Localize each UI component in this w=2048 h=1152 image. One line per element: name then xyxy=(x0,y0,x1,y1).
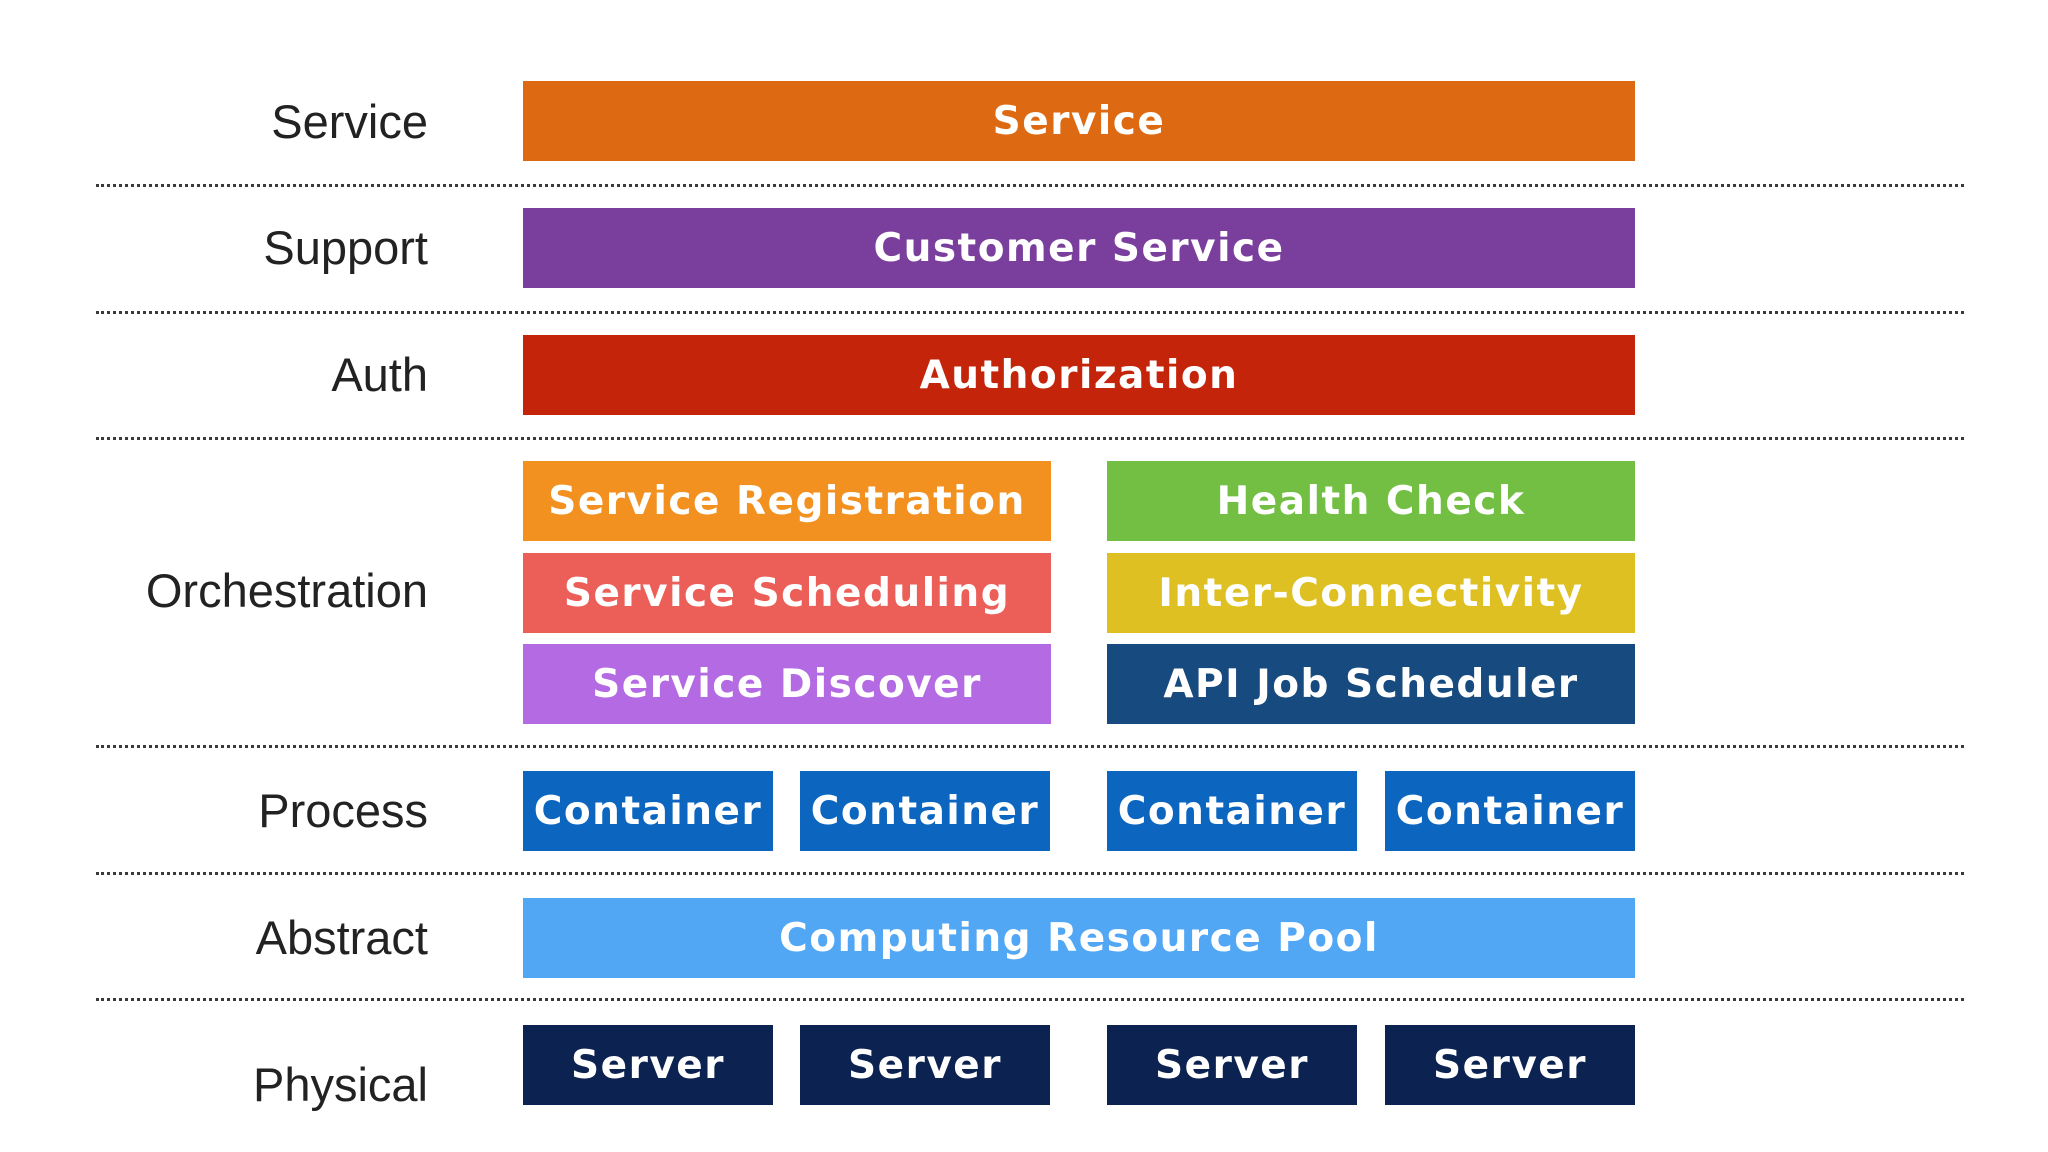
layer-label-service: Service xyxy=(271,95,428,148)
server-block: Server xyxy=(1385,1025,1635,1105)
layer-label-physical: Physical xyxy=(252,1058,428,1111)
health-check-block: Health Check xyxy=(1107,461,1635,541)
service-block: Service xyxy=(523,81,1635,161)
layer-divider xyxy=(96,745,1964,748)
customer-service-block: Customer Service xyxy=(523,208,1635,288)
layer-divider xyxy=(96,437,1964,440)
server-block: Server xyxy=(800,1025,1050,1105)
layer-label-orchestration: Orchestration xyxy=(145,564,428,617)
layer-divider xyxy=(96,184,1964,187)
server-block: Server xyxy=(1107,1025,1357,1105)
computing-resource-pool-block: Computing Resource Pool xyxy=(523,898,1635,978)
authorization-block: Authorization xyxy=(523,335,1635,415)
layer-label-auth: Auth xyxy=(331,348,428,401)
layer-label-support: Support xyxy=(263,221,428,274)
api-job-scheduler-block: API Job Scheduler xyxy=(1107,644,1635,724)
service-discover-block: Service Discover xyxy=(523,644,1051,724)
container-block: Container xyxy=(1107,771,1357,851)
service-registration-block: Service Registration xyxy=(523,461,1051,541)
layer-label-process: Process xyxy=(258,784,428,837)
server-block: Server xyxy=(523,1025,773,1105)
inter-connectivity-block: Inter-Connectivity xyxy=(1107,553,1635,633)
container-block: Container xyxy=(523,771,773,851)
layer-divider xyxy=(96,998,1964,1001)
container-block: Container xyxy=(1385,771,1635,851)
layer-label-abstract: Abstract xyxy=(255,911,428,964)
layer-divider xyxy=(96,311,1964,314)
container-block: Container xyxy=(800,771,1050,851)
service-scheduling-block: Service Scheduling xyxy=(523,553,1051,633)
layer-divider xyxy=(96,872,1964,875)
